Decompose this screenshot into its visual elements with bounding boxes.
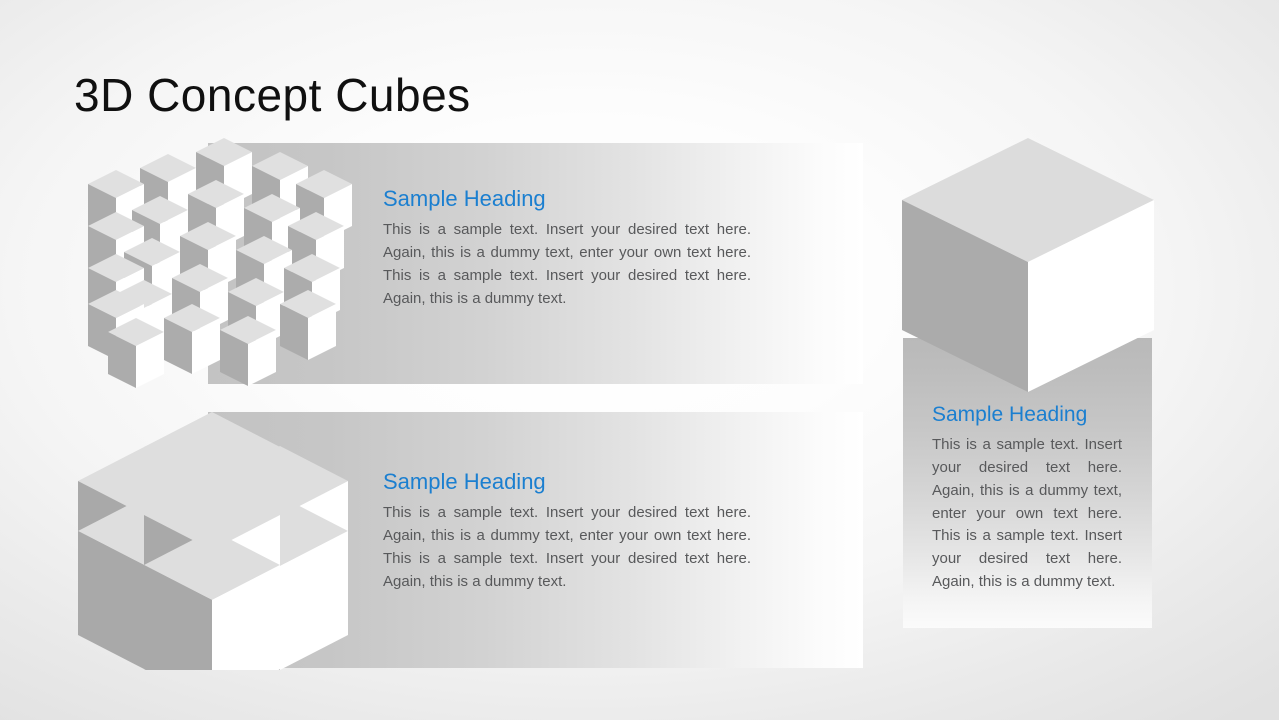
row1-text-block: Sample Heading This is a sample text. In… xyxy=(383,186,751,311)
row1-heading: Sample Heading xyxy=(383,186,546,211)
exploded-cube-grid-graphic xyxy=(88,138,354,388)
right-heading: Sample Heading xyxy=(932,403,1088,426)
single-cube-graphic xyxy=(900,136,1156,394)
split-cube-graphic xyxy=(78,412,354,670)
page-title: 3D Concept Cubes xyxy=(74,68,471,121)
row1-body: This is a sample text. Insert your desir… xyxy=(383,221,751,308)
right-body: This is a sample text. Insert your desir… xyxy=(932,436,1122,590)
row2-heading: Sample Heading xyxy=(383,469,546,494)
row2-body: This is a sample text. Insert your desir… xyxy=(383,504,751,591)
right-text-block: Sample Heading This is a sample text. In… xyxy=(932,402,1122,594)
row2-text-block: Sample Heading This is a sample text. In… xyxy=(383,469,751,594)
